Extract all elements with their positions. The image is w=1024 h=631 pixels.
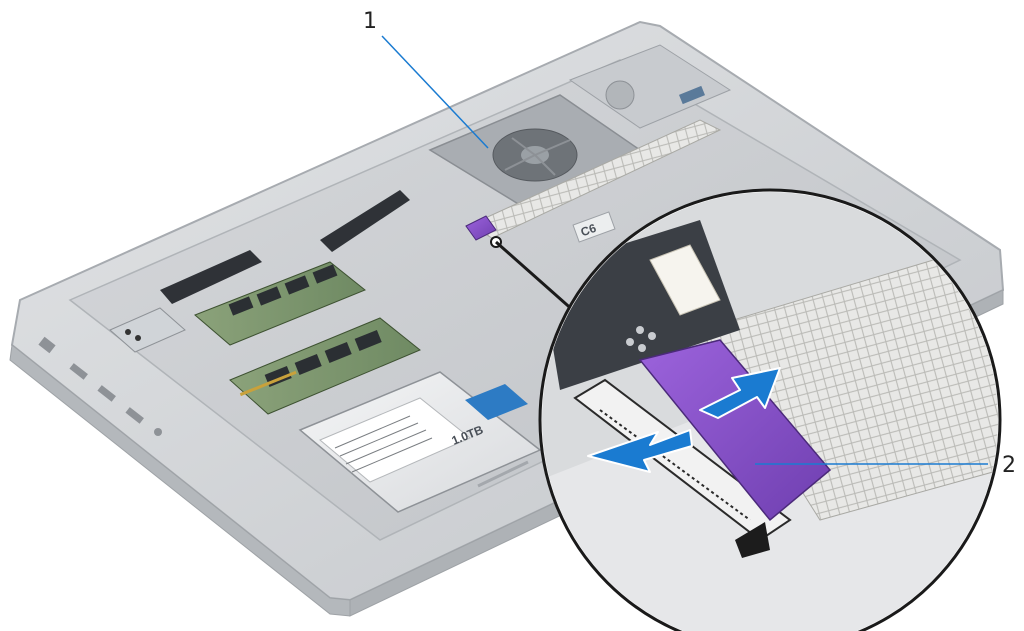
arrow-right-icon: [699, 367, 781, 419]
speaker-slots: [160, 190, 410, 304]
fan: [428, 94, 642, 206]
hard-drive: 1.0TB: [298, 371, 542, 513]
io-board: [568, 44, 732, 129]
callout-1-number: 1: [363, 9, 377, 34]
fan-marking-text: C6: [579, 221, 599, 240]
purple-cable: [638, 339, 832, 522]
zoom-leader-line: [495, 240, 576, 314]
wireless-card: [109, 307, 186, 353]
cable-connector-small: [465, 215, 502, 248]
memory-modules: [194, 261, 421, 415]
callout-1: 1: [363, 9, 489, 149]
arrow-left-icon: [587, 429, 693, 473]
callout-2: 2: [755, 453, 1016, 478]
side-ports: [38, 336, 162, 436]
fan-marking: C6: [572, 211, 616, 243]
zoom-detail: [538, 188, 1002, 631]
zif-connector: [573, 378, 792, 542]
callout-2-number: 2: [1002, 453, 1016, 478]
